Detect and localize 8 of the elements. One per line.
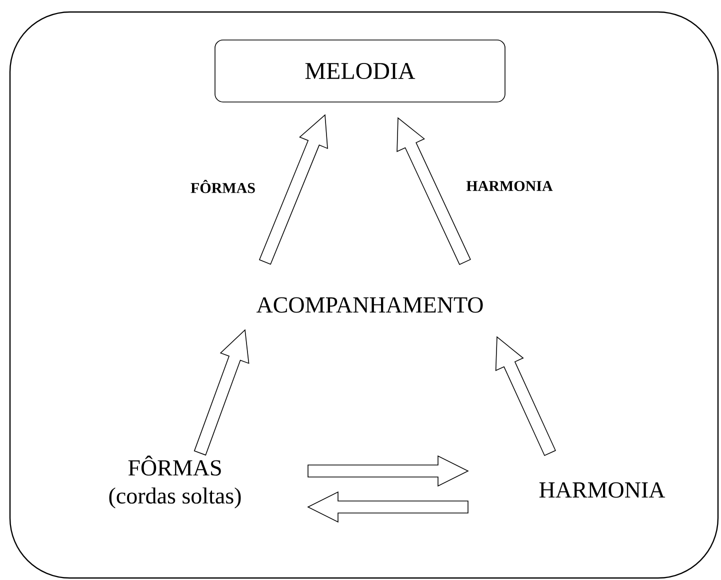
process-box: MELODIA [214,40,506,102]
concept-text: HARMONIA [539,482,666,498]
block-arrow [308,455,469,487]
concept-text: FÔRMAS (cordas soltas) [109,456,241,508]
edge-label: FÔRMAS [190,180,255,194]
block-arrow [307,491,468,523]
concept-text: ACOMPANHAMENTO [256,297,483,313]
edge-label: HARMONIA [466,180,553,192]
